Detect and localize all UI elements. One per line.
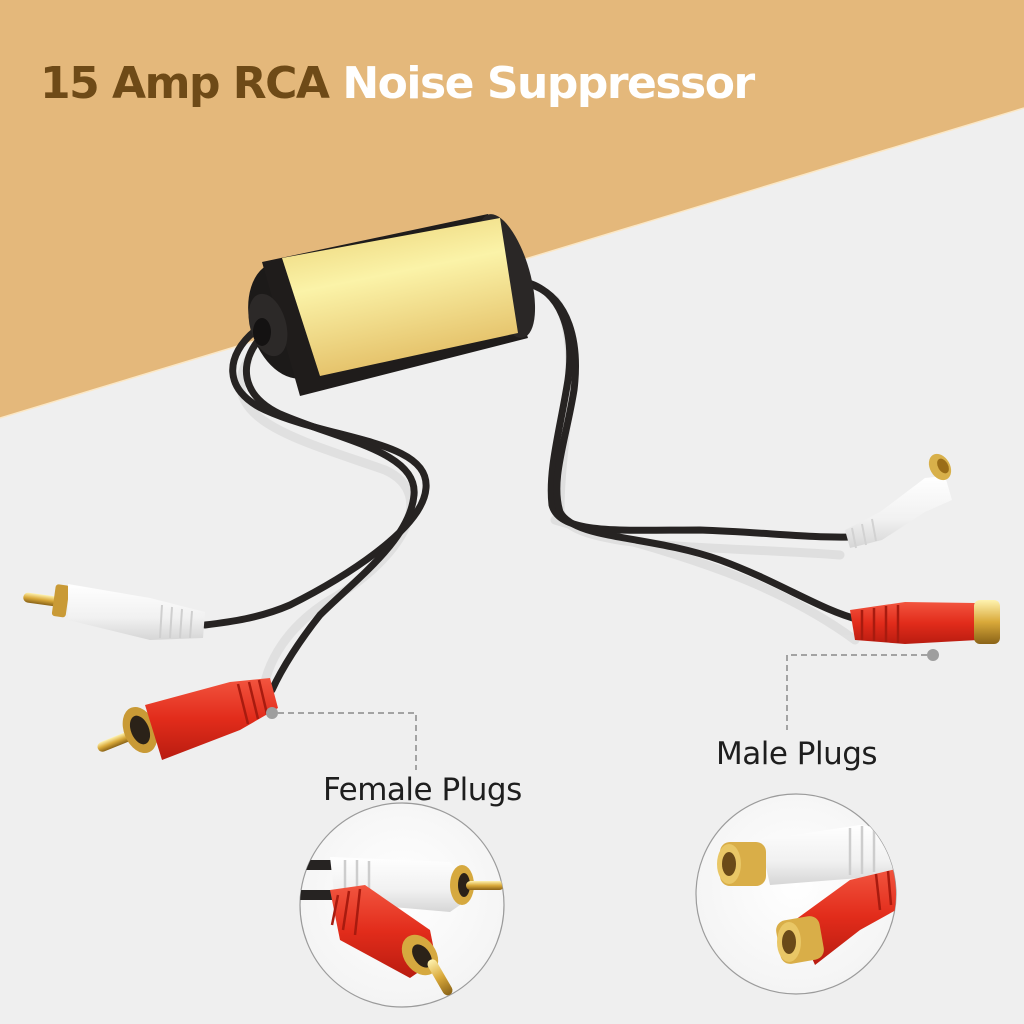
left-cables	[201, 326, 430, 694]
male-callout-leader	[786, 649, 939, 730]
male-plugs-inset	[695, 793, 897, 995]
red-rca-female-jack	[850, 600, 1000, 644]
white-rca-female-jack	[845, 453, 952, 549]
male-plugs-label: Male Plugs	[716, 736, 878, 772]
title-part-product: 15 Amp RCA	[40, 58, 330, 109]
female-plugs-inset	[299, 802, 505, 1008]
red-rca-male-plug	[97, 678, 278, 760]
white-rca-male-plug	[23, 584, 205, 640]
female-callout-leader	[266, 707, 417, 770]
noise-suppressor-body	[248, 214, 536, 396]
female-plugs-label: Female Plugs	[323, 772, 522, 808]
right-cables	[521, 278, 864, 624]
title-part-type: Noise Suppressor	[342, 58, 755, 109]
page-title: 15 Amp RCA Noise Suppressor	[40, 58, 755, 109]
